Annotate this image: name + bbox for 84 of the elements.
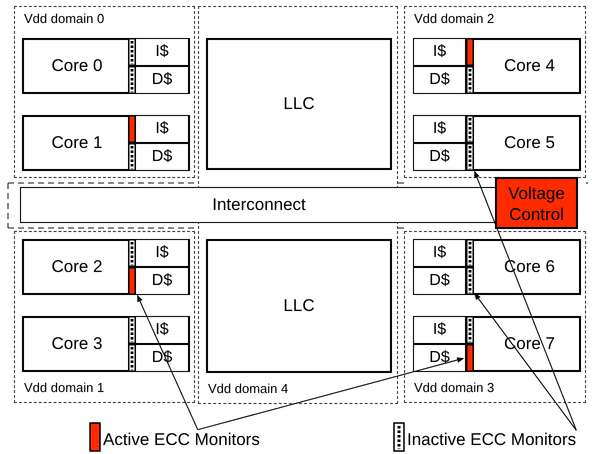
cache-cell (135, 239, 189, 267)
domain-label: Vdd domain 0 (24, 12, 104, 26)
leader-line (136, 294, 198, 430)
inactive-monitor-strip (128, 344, 136, 372)
cache-label: I$ (432, 321, 448, 339)
core-label: Core 1 (50, 134, 104, 153)
core-box (22, 239, 190, 295)
interconnect-bar (20, 187, 498, 223)
core-label: Core 2 (50, 258, 104, 277)
leader-line (474, 292, 577, 431)
cache-cell (413, 143, 466, 171)
control-label: Voltage Control (507, 183, 566, 226)
cache-label: I$ (154, 43, 170, 61)
cache-label: I$ (154, 244, 170, 262)
leader-line (197, 357, 464, 430)
domain-label: Vdd domain 2 (414, 12, 494, 26)
cache-label: D$ (150, 71, 174, 89)
voltage-domain-region (404, 6, 586, 178)
core-box (413, 316, 581, 372)
core-box (22, 316, 190, 372)
cache-label: D$ (428, 71, 451, 89)
cache-cell (135, 267, 189, 295)
cache-label: I$ (154, 120, 170, 138)
cache-cell (413, 267, 466, 295)
domain-label: Vdd domain 4 (208, 382, 288, 396)
cache-label: D$ (150, 148, 174, 166)
cache-cell (135, 143, 189, 171)
callout-label: Inactive ECC Monitors (407, 431, 576, 450)
core-label: Core 5 (502, 134, 556, 153)
inactive-monitor-strip (466, 115, 474, 143)
domain-label: Vdd domain 3 (414, 380, 494, 395)
cache-label: LLC (282, 95, 316, 114)
active-monitor-bar (128, 267, 136, 295)
core-box (413, 115, 581, 171)
cache-cell (413, 115, 466, 143)
cache-cell (413, 239, 466, 267)
control-box (495, 177, 578, 229)
active-monitor-bar (466, 38, 474, 66)
cache-label: I$ (432, 244, 448, 262)
core-label: Core 3 (50, 335, 104, 354)
inactive-monitor-strip (128, 143, 136, 171)
core-label: Core 0 (50, 57, 104, 76)
voltage-domain-region (14, 6, 195, 178)
inactive-monitor-strip (128, 38, 136, 66)
voltage-domain-region (198, 6, 398, 404)
cache-cell (135, 66, 189, 94)
voltage-domain-region (14, 231, 195, 403)
core-box (413, 239, 581, 295)
cache-label: D$ (428, 148, 451, 166)
cache-cell (413, 66, 466, 94)
inactive-monitor-strip (128, 239, 136, 267)
cache-box (206, 38, 392, 170)
cache-box (206, 239, 392, 373)
cache-cell (413, 344, 466, 372)
core-label: Core 4 (502, 57, 556, 76)
interconnect-label: Interconnect (211, 196, 307, 215)
leader-line (474, 170, 577, 431)
domain-label: Vdd domain 1 (24, 380, 104, 395)
cache-cell (413, 316, 466, 344)
cache-label: D$ (150, 272, 174, 290)
core-box (22, 115, 190, 171)
callout-label: Active ECC Monitors (103, 431, 260, 450)
cache-label: I$ (432, 120, 448, 138)
inactive-monitor-strip (466, 267, 474, 295)
inactive-monitor-strip (466, 66, 474, 94)
inactive-monitor-strip (466, 239, 474, 267)
cache-label: D$ (428, 272, 451, 290)
cache-cell (135, 38, 189, 66)
inactive-monitor-strip (128, 316, 136, 344)
core-box (413, 38, 581, 94)
active-monitor-bar (128, 115, 136, 143)
cache-label: D$ (428, 349, 451, 367)
cache-cell (413, 38, 466, 66)
core-box (22, 38, 190, 94)
cache-cell (135, 316, 189, 344)
cache-label: I$ (154, 321, 170, 339)
cache-cell (135, 115, 189, 143)
voltage-domain-region (404, 231, 586, 403)
inactive-monitor-strip (466, 143, 474, 171)
cache-label: LLC (282, 297, 316, 316)
inactive-monitor-strip (128, 66, 136, 94)
inactive-monitor-strip (466, 316, 474, 344)
active-monitor-bar (466, 344, 474, 372)
cache-label: I$ (432, 43, 448, 61)
